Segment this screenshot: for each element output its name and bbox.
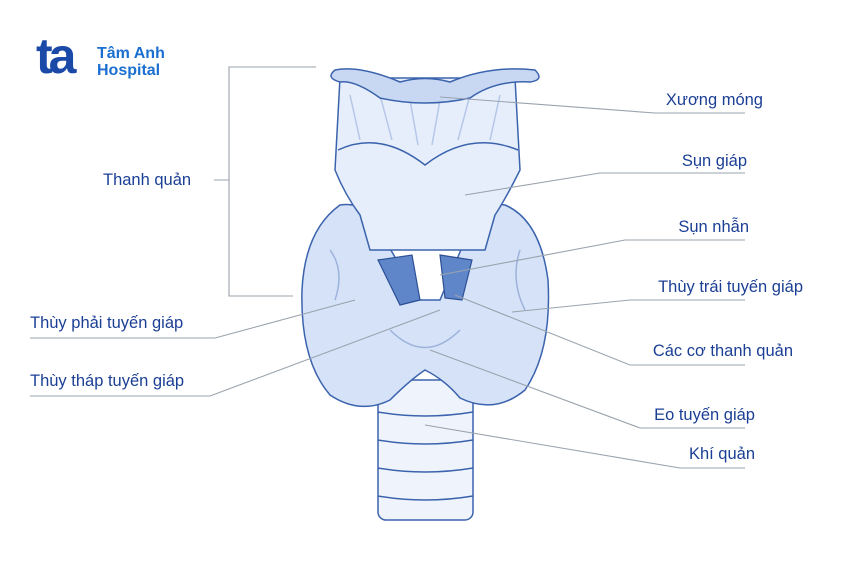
label-sun-giap: Sụn giáp [681,152,747,170]
leader-lines [30,66,745,469]
logo-mark: ta [36,28,77,84]
label-eo: Eo tuyến giáp [654,406,755,424]
label-thuy-trai: Thùy trái tuyến giáp [658,278,803,296]
label-thuy-thap: Thùy tháp tuyến giáp [30,372,185,390]
trachea [377,379,474,521]
label-cac-co: Các cơ thanh quản [652,342,793,360]
hyoid-bone [330,68,540,104]
label-sun-nhan: Sụn nhẫn [678,218,749,236]
larynx [334,77,521,251]
label-khi-quan: Khí quản [688,445,755,463]
logo-text: Tâm Anh Hospital [97,45,165,79]
label-thuy-phai: Thùy phải tuyến giáp [30,314,184,332]
label-thanh-quan: Thanh quản [103,171,192,189]
logo-line-2: Hospital [97,62,161,79]
laryngeal-muscles [377,254,473,306]
label-xuong-mong: Xương móng [665,91,763,109]
logo-line-1: Tâm Anh [97,45,165,62]
